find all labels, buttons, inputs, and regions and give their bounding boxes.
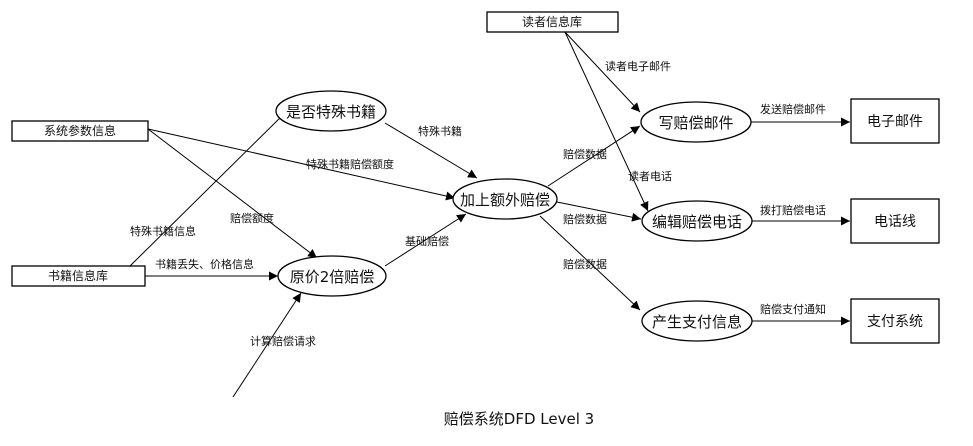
flow-label-special-extra-amount: 特殊书籍赔偿额度 <box>306 157 394 171</box>
entity-label: 支付系统 <box>867 314 923 330</box>
flow-label-comp-amount: 赔偿额度 <box>230 211 274 225</box>
process-write-email: 写赔偿邮件 <box>640 101 752 143</box>
flow-bookinfo-to-special <box>129 111 287 267</box>
flow-lines <box>129 31 850 398</box>
flow-params-to-extra <box>147 128 456 201</box>
data-store-system-params: 系统参数信息 <box>11 120 149 142</box>
flow-label-reader-phone: 读者电话 <box>628 169 672 183</box>
flow-reader-to-phone-proc <box>564 31 649 212</box>
flow-label-comp-data-email: 赔偿数据 <box>563 147 607 161</box>
flow-label-reader-email: 读者电子邮件 <box>605 59 671 73</box>
store-label: 系统参数信息 <box>44 123 116 138</box>
entity-label: 电话线 <box>874 214 916 230</box>
entity-payment-system: 支付系统 <box>850 298 940 344</box>
entity-label: 电子邮件 <box>867 114 923 130</box>
flow-double-to-extra <box>384 213 467 267</box>
diagram-caption: 赔偿系统DFD Level 3 <box>444 410 594 428</box>
flow-extra-to-phone <box>556 201 642 222</box>
flow-label-call-phone: 拨打赔偿电话 <box>760 203 826 217</box>
data-store-reader-info: 读者信息库 <box>486 11 619 33</box>
flow-label-comp-data-payment: 赔偿数据 <box>563 257 607 271</box>
process-label: 原价2倍赔偿 <box>290 268 375 286</box>
process-label: 产生支付信息 <box>652 313 742 331</box>
flow-special-to-extra <box>384 122 478 179</box>
entity-phone-line: 电话线 <box>850 198 940 244</box>
flow-label-comp-data-phone: 赔偿数据 <box>563 212 607 226</box>
data-store-book-info: 书籍信息库 <box>11 265 146 287</box>
flow-label-book-loss-price: 书籍丢失、价格信息 <box>155 257 254 271</box>
store-label: 书籍信息库 <box>48 268 108 283</box>
flow-labels: 读者电子邮件 读者电话 特殊书籍 特殊书籍赔偿额度 赔偿额度 特殊书籍信息 书籍… <box>130 59 826 348</box>
process-special-book: 是否特殊书籍 <box>275 90 387 132</box>
process-label: 写赔偿邮件 <box>658 114 733 132</box>
process-label: 编辑赔偿电话 <box>652 213 742 231</box>
process-edit-phone: 编辑赔偿电话 <box>641 200 753 242</box>
process-label: 是否特殊书籍 <box>286 103 376 121</box>
flow-label-special-book-info: 特殊书籍信息 <box>130 224 196 238</box>
flow-label-base-comp: 基础赔偿 <box>405 234 449 248</box>
process-extra-comp: 加上额外赔偿 <box>452 178 558 220</box>
flow-label-calc-request: 计算赔偿请求 <box>250 334 316 348</box>
flow-extra-to-payment <box>539 215 641 311</box>
flow-reader-to-email-proc <box>564 31 641 113</box>
flow-request-to-double <box>232 292 302 398</box>
process-payment-info: 产生支付信息 <box>641 300 753 342</box>
flow-label-pay-notice: 赔偿支付通知 <box>760 302 826 316</box>
flow-label-special-books: 特殊书籍 <box>418 124 462 138</box>
store-label: 读者信息库 <box>522 14 582 29</box>
flow-params-to-double <box>147 128 318 259</box>
process-double-price: 原价2倍赔偿 <box>277 255 387 297</box>
entity-email: 电子邮件 <box>850 98 940 144</box>
process-label: 加上额外赔偿 <box>460 191 550 209</box>
flow-extra-to-email <box>547 125 641 187</box>
flow-label-send-email: 发送赔偿邮件 <box>760 102 826 116</box>
